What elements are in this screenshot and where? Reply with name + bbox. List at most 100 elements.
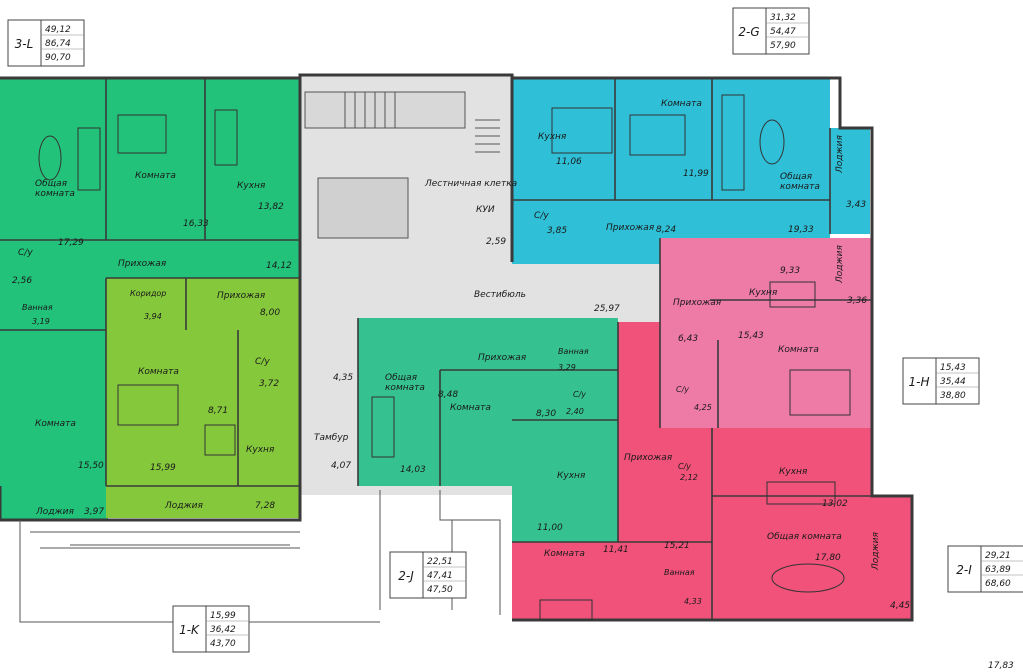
room-label: Лоджия [164, 501, 203, 511]
legend-code: 1-K [179, 623, 200, 637]
room-area: 3,97 [84, 507, 104, 517]
room-area: 3,36 [847, 296, 867, 306]
room-label: комната [385, 383, 425, 393]
room-area: 14,12 [266, 261, 292, 271]
room-label: Ванная [664, 568, 695, 577]
room-area: 2,56 [12, 276, 32, 286]
legend-frame [7, 19, 85, 67]
room-label: Общая комната [767, 532, 842, 542]
room-area: 7,28 [255, 501, 275, 511]
room-area: 6,43 [678, 334, 698, 344]
room-area: 17,80 [815, 553, 841, 563]
room-label: Кухня [246, 445, 275, 455]
room-area: 3,72 [259, 379, 279, 389]
room-label: Коридор [130, 289, 166, 298]
legend-code: 1-H [909, 375, 930, 389]
corner-area-note: 17,83 [988, 661, 1014, 671]
legend-value: 15,99 [210, 611, 236, 621]
apartment-2g-fill [512, 78, 830, 264]
legend-value: 35,44 [940, 377, 966, 387]
room-area: 8,30 [536, 409, 556, 419]
room-label: Тамбур [314, 433, 349, 443]
room-label: Комната [135, 171, 176, 181]
room-area: 2,59 [486, 237, 506, 247]
entrance-ramp [19, 490, 501, 623]
room-label: Кухня [237, 181, 266, 191]
room-area: 11,06 [556, 157, 582, 167]
legend-frame [389, 551, 467, 599]
apartment-2g-loggia-fill [830, 128, 870, 234]
room-area: 8,71 [208, 406, 228, 416]
room-area: 3,29 [558, 363, 576, 372]
room-label: Общая [35, 179, 68, 189]
room-area: 15,99 [150, 463, 176, 473]
room-area: 11,41 [603, 545, 629, 555]
room-area: 4,35 [333, 373, 353, 383]
room-area: 4,45 [890, 601, 910, 611]
room-area: 16,33 [183, 219, 209, 229]
legend-value: 47,50 [427, 585, 453, 595]
label-layer: Общаякомната17,29Комната16,33Кухня13,82С… [12, 99, 1014, 671]
room-label: Лоджия [871, 532, 881, 571]
room-area: 4,07 [331, 461, 351, 471]
room-label: Общая [385, 373, 418, 383]
legend-value: 54,47 [770, 27, 796, 37]
room-label: С/у [573, 390, 586, 399]
apartment-1k-fill [106, 278, 300, 518]
room-label: Прихожая [673, 298, 722, 308]
legend-code: 2-J [398, 569, 414, 583]
legend-layer: 3-L49,1286,7490,702-G31,3254,4757,901-H1… [7, 7, 1023, 653]
room-label: Кухня [749, 288, 778, 298]
room-label: Вестибюль [474, 290, 526, 300]
room-label: Лоджия [35, 507, 74, 517]
room-label: Прихожая [478, 353, 527, 363]
apartment-1h-fill [660, 238, 872, 428]
room-label: С/у [678, 462, 691, 471]
room-label: Прихожая [217, 291, 266, 301]
room-label: Комната [450, 403, 491, 413]
legend-value: 38,80 [940, 391, 966, 401]
room-label: Прихожая [118, 259, 167, 269]
legend-frame [732, 7, 810, 55]
room-label: Комната [35, 419, 76, 429]
legend-frame [172, 605, 250, 653]
room-area: 4,33 [684, 597, 702, 606]
room-area: 3,85 [547, 226, 567, 236]
legend-value: 36,42 [210, 625, 236, 635]
room-area: 8,24 [656, 225, 676, 235]
room-label: С/у [18, 248, 33, 258]
room-area: 3,19 [32, 317, 50, 326]
room-label: Лоджия [835, 245, 845, 284]
room-area: 8,48 [438, 390, 458, 400]
legend-value: 86,74 [45, 39, 71, 49]
room-area: 15,50 [78, 461, 104, 471]
legend-frame [902, 357, 980, 405]
room-label: Комната [661, 99, 702, 109]
outer-walls [0, 73, 914, 622]
legend-frame [947, 545, 1023, 593]
room-area: 8,00 [260, 308, 280, 318]
inner-walls [0, 78, 872, 620]
room-area: 15,43 [738, 331, 764, 341]
legend-value: 49,12 [45, 25, 71, 35]
room-area: 2,12 [680, 473, 698, 482]
room-area: 4,25 [694, 403, 712, 412]
room-label: Комната [544, 549, 585, 559]
room-label: Ванная [22, 303, 53, 312]
legend-value: 57,90 [770, 41, 796, 51]
legend-value: 29,21 [985, 551, 1011, 561]
staircase [304, 91, 500, 239]
legend-value: 47,41 [427, 571, 453, 581]
apartment-2j-kitchen-fill [512, 420, 618, 542]
room-label: Лоджия [835, 135, 845, 174]
room-label: Лестничная клетка [424, 179, 517, 189]
room-label: С/у [676, 385, 689, 394]
room-area: 3,43 [846, 200, 866, 210]
room-area: 11,99 [683, 169, 709, 179]
legend-code: 3-L [15, 37, 34, 51]
legend-value: 63,89 [985, 565, 1011, 575]
